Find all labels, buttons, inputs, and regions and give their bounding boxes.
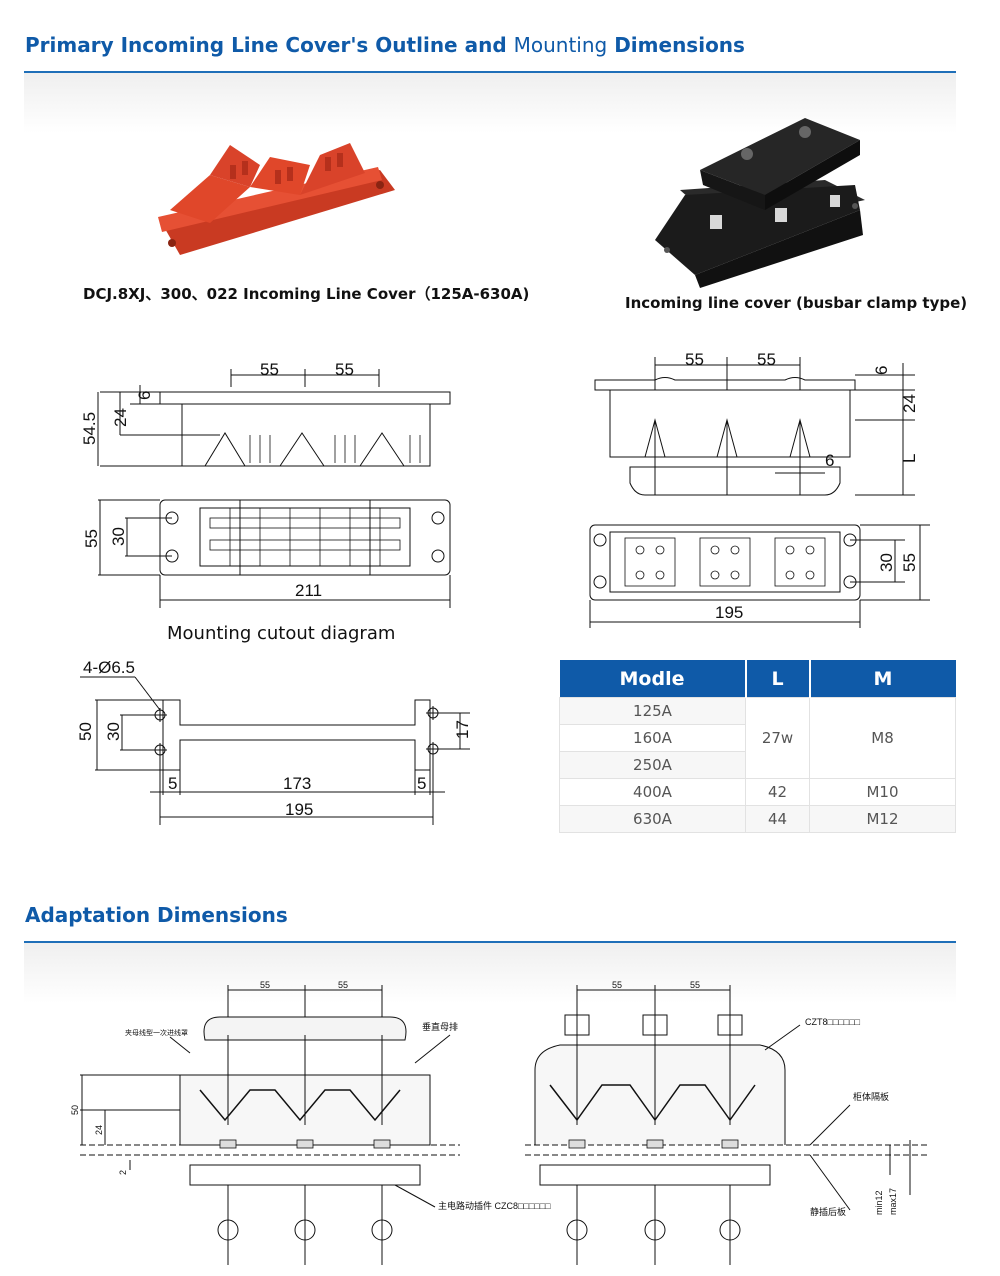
dim-right-55a: 55 [685, 350, 704, 369]
label-plug: 主电路动插件 CZC8□□□□□□ [438, 1200, 551, 1211]
dim-adapt-right-55b: 55 [690, 980, 700, 990]
table-row: 630A 44 M12 [559, 805, 956, 833]
dim-right-24: 24 [900, 394, 919, 413]
dim-right-plan-55: 55 [900, 553, 919, 572]
cell-L-merged: 27w [745, 697, 810, 779]
dim-right-plan-30: 30 [877, 553, 896, 572]
section-divider [24, 71, 956, 73]
label-busbar: 垂直母排 [422, 1021, 458, 1032]
table-header-row: Modle L M [559, 660, 956, 698]
dim-left-plan-55: 55 [82, 529, 101, 548]
col-M: M [809, 660, 956, 698]
label-cover: 夹母线型一次进线罩 [125, 1028, 188, 1037]
dim-right-inner-6: 6 [825, 451, 834, 470]
dim-left-55a: 55 [260, 360, 279, 379]
label-min: min12 [874, 1190, 884, 1215]
cell-M-merged: M8 [809, 697, 956, 779]
dim-adapt-left-24: 24 [94, 1125, 104, 1135]
label-partition: 柜体隔板 [853, 1091, 889, 1102]
black-cover-caption: Incoming line cover (busbar clamp type) [625, 294, 968, 312]
cell-M: M12 [809, 805, 956, 833]
black-cover-photo [655, 118, 865, 288]
dim-cutout-5b: 5 [417, 774, 426, 793]
dim-adapt-left-2: 2 [118, 1170, 128, 1175]
dim-cutout-5a: 5 [168, 774, 177, 793]
dim-right-6: 6 [872, 366, 891, 375]
dim-hole: 4-Ø6.5 [83, 658, 135, 677]
dim-cutout-17: 17 [453, 720, 472, 739]
dim-left-54-5: 54.5 [80, 412, 99, 445]
outline-section-title: Primary Incoming Line Cover's Outline an… [25, 33, 745, 57]
dim-adapt-left-50: 50 [70, 1105, 80, 1115]
dim-left-24: 24 [111, 408, 130, 427]
section-divider [24, 941, 956, 943]
dim-left-6: 6 [135, 391, 154, 400]
label-czt: CZT8□□□□□□ [805, 1017, 861, 1027]
cell-model: 125A [559, 697, 746, 725]
dim-left-211: 211 [295, 581, 322, 600]
dim-right-L: L [900, 454, 919, 463]
left-plan-view-drawing: 211 55 30 [82, 499, 451, 608]
col-model: Modle [559, 660, 747, 698]
dim-cutout-173: 173 [283, 774, 311, 793]
table-row: 160A [559, 724, 956, 752]
label-back-plate: 静插后板 [810, 1206, 846, 1217]
table-row: 250A [559, 751, 956, 779]
adaptation-section-title: Adaptation Dimensions [25, 903, 288, 927]
dim-adapt-left-55b: 55 [338, 980, 348, 990]
dim-right-55b: 55 [757, 350, 776, 369]
col-L: L [745, 660, 811, 698]
red-cover-caption: DCJ.8XJ、300、022 Incoming Line Cover（125A… [83, 285, 530, 303]
dim-right-195: 195 [715, 603, 743, 622]
dim-left-55b: 55 [335, 360, 354, 379]
dim-cutout-50: 50 [76, 722, 95, 741]
cell-model: 160A [559, 724, 746, 752]
dim-cutout-30: 30 [104, 722, 123, 741]
cutout-caption: Mounting cutout diagram [167, 623, 396, 644]
table-row: 400A 42 M10 [559, 778, 956, 806]
red-cover-photo [158, 143, 395, 255]
dim-cutout-195: 195 [285, 800, 313, 819]
left-side-elevation-drawing: 55 55 6 24 54.5 [80, 360, 451, 467]
right-side-elevation-drawing: 55 55 6 24 L 6 [594, 350, 919, 496]
adaptation-left-drawing: 55 55 50 24 2 垂直母排 夹母线型一次进线罩 主电路动插件 CZC8… [70, 980, 551, 1265]
mounting-cutout-drawing: 4-Ø6.5 50 30 17 5 173 5 195 [76, 658, 472, 825]
label-max: max17 [888, 1188, 898, 1215]
spec-table: Modle L M 125A 27w M8 160A 250A 400A 42 … [559, 660, 956, 833]
cell-L: 42 [745, 778, 810, 806]
table-row: 125A 27w M8 [559, 697, 956, 779]
section-band [24, 943, 956, 1003]
dim-adapt-right-55a: 55 [612, 980, 622, 990]
cell-M: M10 [809, 778, 956, 806]
right-plan-view-drawing: 195 30 55 [589, 524, 930, 628]
cell-model: 250A [559, 751, 746, 779]
cell-model: 400A [559, 778, 746, 806]
adaptation-right-drawing: 55 55 CZT8□□□□□□ 柜体隔板 静插后板 min12 max17 [525, 980, 930, 1265]
dim-left-plan-30: 30 [109, 527, 128, 546]
dim-adapt-left-55a: 55 [260, 980, 270, 990]
cell-model: 630A [559, 805, 746, 833]
cell-L: 44 [745, 805, 810, 833]
